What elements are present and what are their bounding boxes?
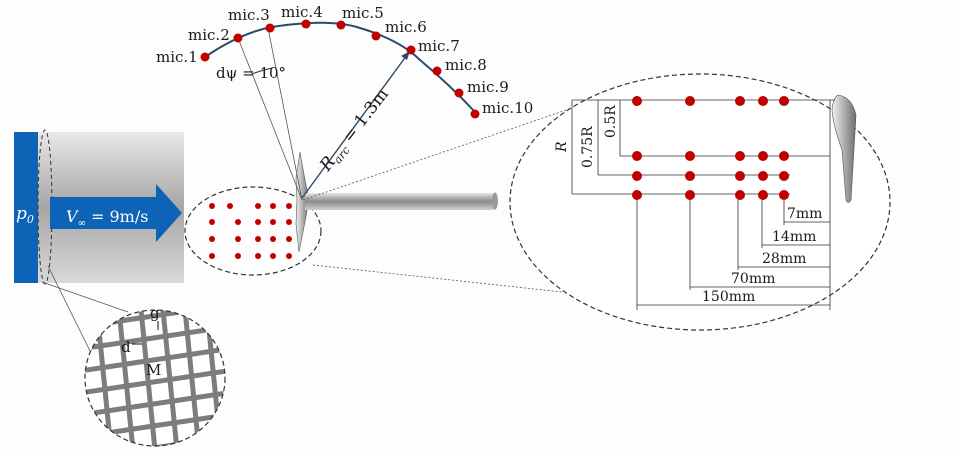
grid-zoom-leader-bottom	[47, 265, 93, 356]
radial-line-mic2	[237, 37, 303, 201]
mic-label-4: mic.4	[281, 3, 323, 21]
mic-label-8: mic.8	[445, 56, 487, 74]
grid-zoom-leader-top	[41, 281, 129, 313]
mic-label-3: mic.3	[228, 6, 270, 24]
flow-arrow	[50, 184, 182, 242]
mic-label-6: mic.6	[385, 18, 427, 36]
inlet-bar	[14, 132, 38, 283]
dimension-lines	[571, 99, 835, 310]
spacing-label-150mm: 150mm	[702, 289, 755, 305]
mic-label-10: mic.10	[482, 99, 533, 117]
probe-region-ellipse	[184, 186, 322, 276]
spacing-label-28mm: 28mm	[762, 251, 806, 267]
arc-radius-label: Rarc = 1.3m	[316, 85, 395, 177]
angle-step-label: dψ = 10°	[216, 64, 286, 82]
mic-markers	[200, 19, 480, 119]
grid-d-label: d	[121, 338, 131, 356]
radial-line-mic3	[267, 27, 303, 201]
spacing-label-14mm: 14mm	[772, 229, 816, 245]
rotor-shaft-end	[492, 192, 498, 210]
inlet-pressure-label: p0	[16, 204, 34, 226]
mic-label-5: mic.5	[342, 4, 384, 22]
grid-g-label: g	[150, 304, 160, 322]
mic-label-9: mic.9	[467, 78, 509, 96]
arc-radius-arrowhead	[401, 51, 410, 60]
mic-label-2: mic.2	[188, 26, 230, 44]
detail-leader-bottom	[312, 264, 563, 293]
flow-velocity-label: V∞ = 9m/s	[66, 207, 148, 229]
probe-dots-small	[209, 203, 292, 259]
probe-dots-detail	[632, 96, 789, 200]
detail-blade	[831, 94, 857, 203]
mic-labels: mic.1 mic.2 mic.3 mic.4 mic.5 mic.6 mic.…	[156, 3, 533, 117]
grid-zoom-ellipse	[84, 309, 226, 447]
radius-label-R: R	[554, 141, 570, 153]
spacing-label-7mm: 7mm	[787, 206, 822, 222]
radius-label-075R: 0.75R	[580, 126, 596, 168]
radius-label-05R: 0.5R	[603, 105, 619, 138]
mic-label-7: mic.7	[418, 37, 460, 55]
mic-label-1: mic.1	[156, 48, 198, 66]
grid-M-label: M	[146, 361, 161, 379]
dpsi-arc	[251, 67, 273, 75]
arc-radius-arrow	[301, 54, 408, 199]
detail-leader-top	[302, 105, 579, 201]
probe-detail-ellipse	[509, 73, 891, 331]
rotor-shaft	[305, 193, 495, 210]
spacing-label-70mm: 70mm	[731, 271, 775, 287]
